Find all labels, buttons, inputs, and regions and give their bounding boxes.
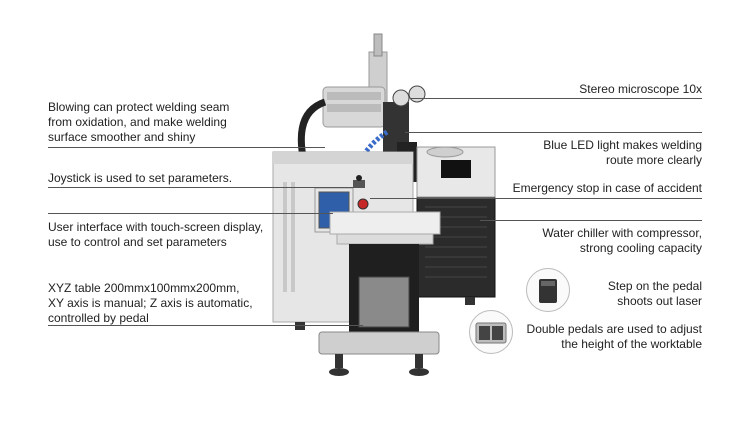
label-xyz-table: XYZ table 200mmx100mmx200mm, XY axis is … bbox=[48, 281, 253, 325]
leader-line bbox=[405, 132, 702, 133]
leader-line bbox=[48, 187, 353, 188]
label-led: Blue LED light makes welding route more … bbox=[543, 138, 702, 167]
foot-pedal-icon bbox=[526, 268, 570, 312]
label-blowing: Blowing can protect welding seam from ox… bbox=[48, 100, 230, 144]
leader-line bbox=[48, 325, 363, 326]
label-double-pedal: Double pedals are used to adjust the hei… bbox=[526, 322, 702, 351]
label-chiller: Water chiller with compressor, strong co… bbox=[542, 226, 702, 255]
label-joystick: Joystick is used to set parameters. bbox=[48, 171, 233, 185]
label-emergency-stop: Emergency stop in case of accident bbox=[512, 181, 702, 195]
leader-line bbox=[48, 213, 333, 214]
label-microscope: Stereo microscope 10x bbox=[579, 82, 702, 96]
label-pedal: Step on the pedal shoots out laser bbox=[607, 279, 702, 308]
leader-line bbox=[48, 147, 325, 148]
double-pedal-icon bbox=[469, 310, 513, 354]
leader-line bbox=[480, 220, 702, 221]
laser-welding-machine-illustration bbox=[272, 33, 496, 376]
leader-line bbox=[370, 198, 702, 199]
leader-line bbox=[410, 98, 702, 99]
label-user-interface: User interface with touch-screen display… bbox=[48, 220, 264, 249]
